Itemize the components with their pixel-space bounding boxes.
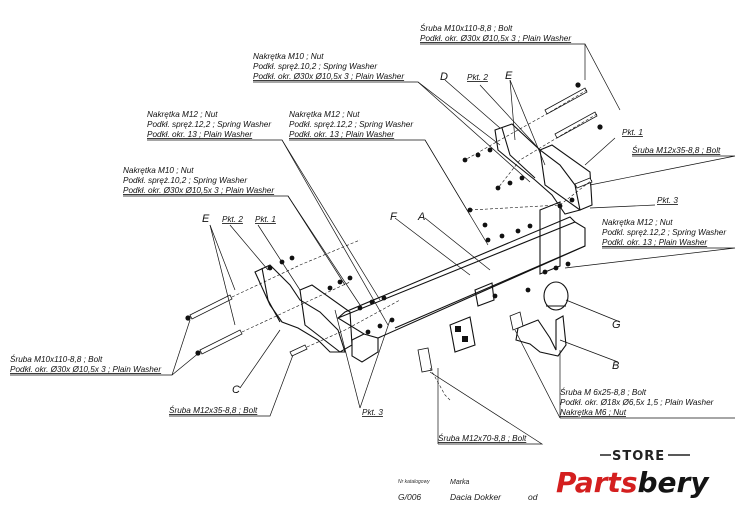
- bolt-head: [597, 124, 603, 130]
- socket-plate: [449, 316, 476, 353]
- callout-bolt-m12x35-left: Śruba M12x35-8,8 ; Bolt: [169, 404, 258, 415]
- callout-bolt-m12x35-right: Śruba M12x35-8,8 ; Bolt: [632, 144, 721, 155]
- callout-bolt-m10-left-line1: Śruba M10x110-8,8 ; Bolt: [10, 353, 103, 364]
- callout-bolt-m10-left-line2: Podkł. okr. Ø30x Ø10,5x 3 ; Plain Washer: [10, 365, 161, 374]
- ref-pkt2-left: Pkt. 2: [222, 215, 243, 224]
- ref-f: F: [390, 211, 398, 223]
- callout-nut-m12-mid-line1: Nakrętka M12 ; Nut: [289, 110, 360, 119]
- catalog-number-label: Nr katalogowy: [398, 479, 430, 485]
- callout-bolt-m10-top-line1: Śruba M10x110-8,8 ; Bolt: [420, 22, 513, 33]
- callout-bolt-m6-line2: Podkł. okr. Ø18x Ø6,5x 1,5 ; Plain Washe…: [560, 398, 714, 407]
- tow-ball-g: [543, 281, 569, 311]
- partsbery-logo: STORE Partsbery: [556, 449, 710, 499]
- catalog-number: G/006: [398, 492, 421, 502]
- bolt-m12x35-right: [574, 177, 593, 189]
- bolt-head: [575, 82, 581, 88]
- fasteners: [185, 82, 603, 373]
- leader-lines: [10, 43, 736, 445]
- callout-nut-m12-left-line2: Podkł. spręż.12,2 ; Spring Washer: [147, 120, 271, 129]
- callout-nut-m12-right-line3: Podkl. okr. 13 ; Plain Washer: [602, 238, 707, 247]
- vehicle-model: Dacia Dokker: [450, 492, 502, 502]
- ref-pkt3-right: Pkt. 3: [657, 196, 678, 205]
- callout-nut-m12-left-line1: Nakrętka M12 ; Nut: [147, 110, 218, 119]
- callout-nut-m12-mid-line3: Podkł. okr. 13 ; Plain Washer: [289, 130, 394, 139]
- callout-bolt-m6-line1: Śruba M 6x25-8,8 ; Bolt: [560, 386, 647, 397]
- ref-b: B: [612, 360, 619, 372]
- callout-nut-m10-left-line1: Nakrętka M10 ; Nut: [123, 166, 194, 175]
- right-plate-e: [539, 144, 593, 211]
- right-bracket-d-fold: [501, 127, 536, 179]
- logo-word-parts: Parts: [556, 466, 637, 499]
- ref-pkt2-top: Pkt. 2: [467, 73, 488, 82]
- callout-bolt-m6-line3: Nakrętka M6 ; Nut: [560, 408, 627, 417]
- ball-mount-plate: [474, 282, 495, 307]
- ref-pkt1-left: Pkt. 1: [255, 215, 276, 224]
- from-label: od: [528, 492, 538, 502]
- left-bracket-c: [254, 264, 346, 353]
- bolt-m10-lower-right: [554, 111, 598, 139]
- bolt-m12x35-left: [289, 344, 308, 357]
- ref-d: D: [440, 71, 448, 83]
- ref-e-left: E: [202, 213, 210, 225]
- tow-bar-parts: [254, 123, 593, 363]
- crossbar-f-edge: [394, 245, 586, 329]
- callout-nut-m10-top-line2: Podkł. spręż.10,2 ; Spring Washer: [253, 62, 377, 71]
- bolt-m12x70: [417, 347, 433, 373]
- callout-texts: Śruba M10x110-8,8 ; Bolt Podkł. okr. Ø30…: [10, 22, 726, 443]
- title-block: Nr katalogowy Marka G/006 Dacia Dokker o…: [398, 479, 538, 502]
- ref-pkt1-right: Pkt. 1: [622, 128, 643, 137]
- bolt-m6: [509, 311, 524, 331]
- bolt-m10-lower-left: [199, 329, 243, 355]
- callout-nut-m12-right-line2: Podkl. spręż.12,2 ; Spring Washer: [602, 228, 726, 237]
- callout-nut-m10-top-line3: Podkł. okr. Ø30x Ø10,5x 3 ; Plain Washer: [253, 72, 404, 81]
- bolt-m10-upper-left: [189, 294, 233, 320]
- ref-pkt3-bottom: Pkt. 3: [362, 408, 383, 417]
- bolt-head: [185, 315, 191, 321]
- bolt-m10-upper-right: [544, 87, 588, 115]
- logo-word-bery: bery: [637, 466, 710, 499]
- callout-bolt-m10-top-line2: Podkł. okr. Ø30x Ø10,5x 3 ; Plain Washer: [420, 34, 571, 43]
- right-bracket-d: [494, 123, 581, 215]
- logo-wordmark: Partsbery: [556, 466, 710, 499]
- crossbar-f: [336, 216, 586, 363]
- callout-nut-m10-left-line3: Podkł. okr. Ø30x Ø10,5x 3 ; Plain Washer: [123, 186, 274, 195]
- ref-g: G: [612, 319, 621, 331]
- assembly-axes: [231, 89, 598, 401]
- brand-label: Marka: [450, 479, 470, 486]
- callout-nut-m10-left-line2: Podkł. spręż.10,2 ; Spring Washer: [123, 176, 247, 185]
- callout-nut-m12-left-line3: Podkł. okr. 13 ; Plain Washer: [147, 130, 252, 139]
- crossbar-end-plate: [539, 201, 561, 275]
- left-plate-e: [299, 284, 353, 353]
- logo-store-text: STORE: [612, 449, 665, 464]
- left-bracket-c-fold: [261, 267, 281, 323]
- callout-nut-m12-mid-line2: Podkł. spręż.12,2 ; Spring Washer: [289, 120, 413, 129]
- callout-bolt-m12x70: Śruba M12x70-8,8 ; Bolt: [438, 432, 527, 443]
- socket-pin: [455, 326, 461, 332]
- tow-ball-neck-b: [515, 315, 567, 357]
- ref-e-top: E: [505, 70, 513, 82]
- ref-a: A: [417, 211, 425, 223]
- part-reference-labels: D Pkt. 2 E Pkt. 1 Pkt. 3 F A E Pkt. 2 Pk…: [202, 70, 678, 417]
- callout-nut-m12-right-line1: Nakrętka M12 ; Nut: [602, 218, 673, 227]
- socket-pin: [462, 336, 468, 342]
- ref-c: C: [232, 384, 240, 396]
- callout-nut-m10-top-line1: Nakrętka M10 ; Nut: [253, 52, 324, 61]
